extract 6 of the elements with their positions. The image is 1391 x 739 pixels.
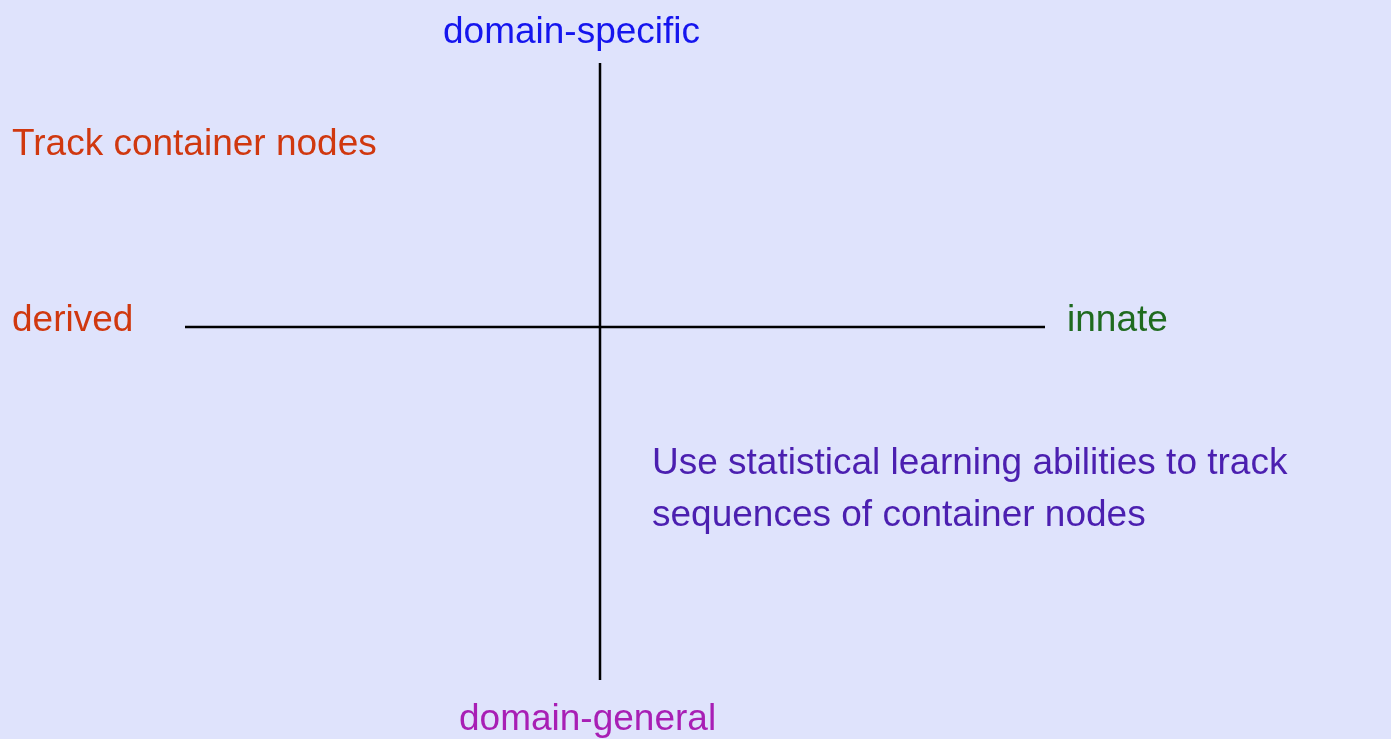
axis-label: derived [12,297,134,341]
quadrant-note: Track container nodes [12,121,377,165]
quadrant-note: Use statistical learning abilities to track sequences of container nodes [652,440,1289,536]
axis-label: domain-general [459,696,717,739]
axis-label: domain-specific [443,9,701,53]
axis-label: innate [1067,297,1168,341]
